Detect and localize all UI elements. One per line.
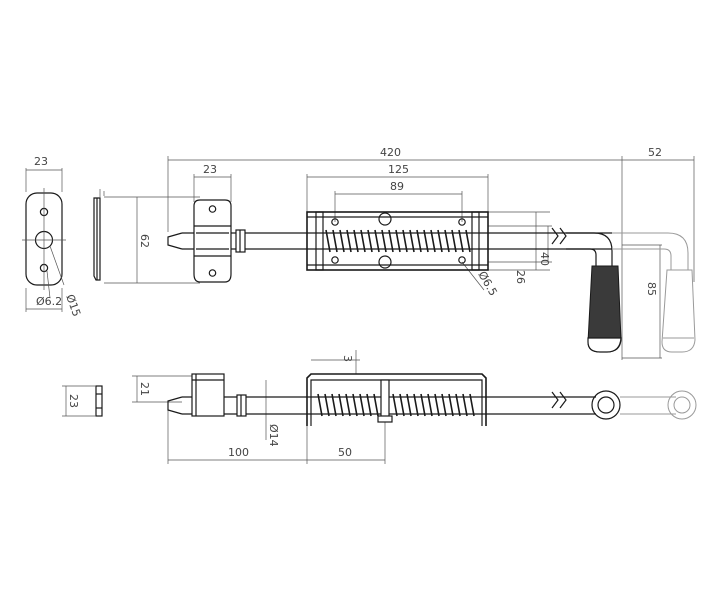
mounting-plate-side-view	[93, 189, 105, 281]
dim-spring-housing-length: 125	[388, 163, 409, 176]
dim-handle-offset: 52	[648, 146, 662, 159]
dim-hole-diameter-small: Ø6.2	[36, 295, 62, 308]
dim-rod-offset: 100	[228, 446, 249, 459]
dim-hole-spacing: 89	[390, 180, 404, 193]
bolt-top-view	[167, 199, 696, 353]
bolt-side-view	[167, 373, 697, 426]
dim-rod-diameter: Ø14	[267, 424, 280, 447]
dim-hole-diameter-large: Ø15	[63, 293, 83, 319]
dim-plate-height-side: 23	[67, 394, 80, 408]
dim-total-length: 420	[380, 146, 401, 159]
dim-spring-offset: 50	[338, 446, 352, 459]
side-view-dimensions	[132, 350, 386, 464]
dim-handle-height: 85	[645, 282, 658, 296]
mounting-plate-front-view	[22, 168, 66, 312]
dim-plate-width: 23	[34, 155, 48, 168]
plate-thickness-view	[62, 385, 103, 417]
dim-plate-thickness: 3	[341, 355, 354, 362]
top-view-dimensions	[104, 156, 695, 360]
dim-bracket-height-side: 21	[138, 382, 151, 396]
dim-40: 40	[538, 252, 551, 266]
dim-bracket-width-top: 23	[203, 163, 217, 176]
dim-26: 26	[514, 270, 527, 284]
dim-bracket-height: 62	[138, 234, 151, 248]
